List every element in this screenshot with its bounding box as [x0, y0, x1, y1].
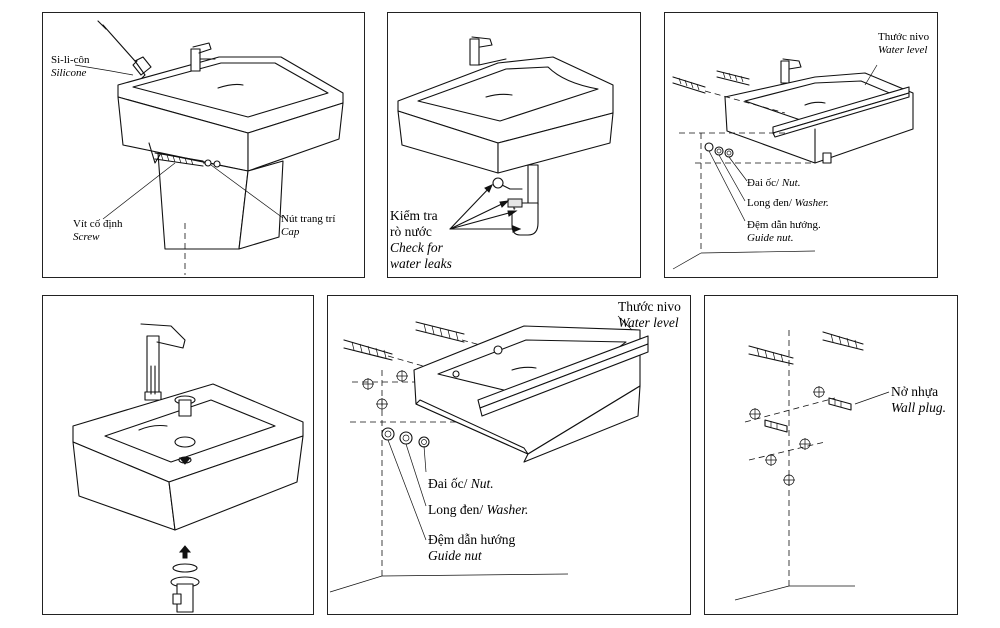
guide-nut-label-en: Guide nut. — [747, 232, 794, 244]
screw-label-en: Screw — [73, 231, 100, 243]
wall-mount-detail-drawing — [329, 315, 649, 593]
wall-plug-drawing — [734, 330, 890, 601]
washer-label-2-vi: Long đen/ — [428, 502, 484, 517]
guide-nut-label-vi: Đệm dẫn hướng. — [747, 219, 821, 231]
screw-label: Vít cố định Screw — [73, 218, 123, 244]
leak-check-label-vi-1: Kiểm tra — [390, 208, 438, 223]
pedestal-basin-drawing — [74, 20, 344, 275]
cap-label-vi: Nút trang trí — [281, 213, 336, 225]
water-level-label-en: Water level — [878, 44, 928, 56]
leak-check-label-en-1: Check for — [390, 240, 443, 255]
guide-nut-label-2-vi: Đệm dẫn hướng — [428, 532, 516, 547]
nut-label-2-en: Nut. — [470, 476, 494, 491]
wall-plug-label-vi: Nở nhựa — [891, 384, 939, 399]
silicone-label-vi: Si-li-côn — [51, 54, 90, 66]
water-level-label-2: Thước nivo Water level — [618, 299, 681, 331]
panel-wall-mount-detail: Thước nivo Water level Đai ốc/ Nut. Long… — [327, 295, 691, 615]
panel-drain-assembly — [42, 295, 314, 615]
nut-label-2-vi: Đai ốc/ — [428, 476, 468, 491]
leak-check-label-en-2: water leaks — [390, 256, 452, 271]
guide-nut-label: Đệm dẫn hướng. Guide nut. — [747, 219, 821, 245]
water-level-label-2-en: Water level — [618, 315, 679, 330]
silicone-label-en: Silicone — [51, 67, 87, 79]
panel-wall-mount-level: Thước nivo Water level Đai ốc/ Nut. Long… — [664, 12, 938, 278]
leak-check-label-vi-2: rò nước — [390, 224, 432, 239]
silicone-label: Si-li-côn Silicone — [51, 54, 90, 80]
basin-drain-assembly-drawing — [72, 323, 304, 613]
nut-label-vi: Đai ốc/ — [747, 177, 780, 189]
washer-label: Long đen/ Washer. — [747, 197, 829, 210]
washer-label-2-en: Washer. — [486, 502, 529, 517]
basin-drain-drawing — [397, 36, 614, 236]
water-level-label-2-vi: Thước nivo — [618, 299, 681, 314]
cap-label-en: Cap — [281, 226, 300, 238]
washer-label-en: Washer. — [794, 197, 829, 209]
washer-label-vi: Long đen/ — [747, 197, 792, 209]
nut-label-en: Nut. — [781, 177, 801, 189]
water-level-label-vi: Thước nivo — [878, 31, 930, 43]
washer-label-2: Long đen/ Washer. — [428, 502, 528, 518]
panel-leak-check: Kiểm tra rò nước Check for water leaks — [387, 12, 641, 278]
leak-check-label: Kiểm tra rò nước Check for water leaks — [390, 208, 452, 272]
nut-label-2: Đai ốc/ Nut. — [428, 476, 494, 492]
panel-wall-plug: Nở nhựa Wall plug. — [704, 295, 958, 615]
wall-plug-label-en: Wall plug. — [891, 400, 947, 415]
guide-nut-label-2-en: Guide nut — [428, 548, 482, 563]
nut-label: Đai ốc/ Nut. — [747, 177, 800, 190]
screw-label-vi: Vít cố định — [73, 218, 123, 230]
cap-label: Nút trang trí Cap — [281, 213, 335, 239]
panel-pedestal-installation: Si-li-côn Silicone Vít cố định Screw Nút… — [42, 12, 365, 278]
wall-mount-level-drawing — [672, 58, 914, 270]
water-level-label: Thước nivo Water level — [878, 31, 929, 57]
guide-nut-label-2: Đệm dẫn hướng Guide nut — [428, 532, 515, 564]
wall-plug-label: Nở nhựa Wall plug. — [891, 384, 946, 416]
